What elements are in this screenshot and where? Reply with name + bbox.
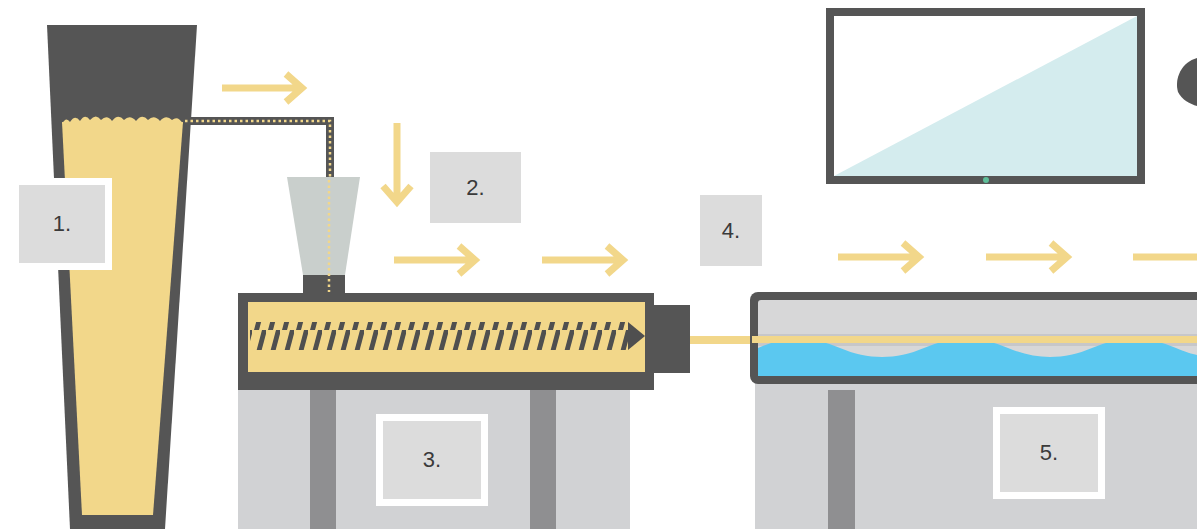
- callout-number: 3.: [423, 447, 441, 473]
- callout-number: 4.: [722, 218, 740, 244]
- die: [654, 305, 690, 373]
- screw: [250, 322, 630, 350]
- callout-number: 2.: [466, 175, 484, 201]
- funnel-throat: [303, 275, 345, 295]
- cooling-tank: [750, 292, 1197, 384]
- hopper: [47, 25, 197, 529]
- callout-box: 3.: [376, 414, 488, 506]
- callout-number: 5.: [1040, 440, 1058, 466]
- callout-box: 1.: [12, 178, 112, 270]
- tank-stand: [755, 382, 1197, 529]
- extrudate: [690, 336, 752, 344]
- callout-number: 1.: [53, 211, 71, 237]
- callout-box: 5.: [993, 407, 1105, 499]
- extruder-barrel: [238, 293, 654, 390]
- feed-funnel: [287, 177, 360, 275]
- flow-arrows: [222, 74, 1197, 274]
- pellet-stream: [328, 180, 331, 292]
- callout-box: 4.: [700, 195, 762, 266]
- extruder-stand: [238, 390, 630, 529]
- callout-box: 2.: [430, 152, 521, 223]
- monitor: [826, 8, 1145, 184]
- partial-shape: [1177, 58, 1197, 106]
